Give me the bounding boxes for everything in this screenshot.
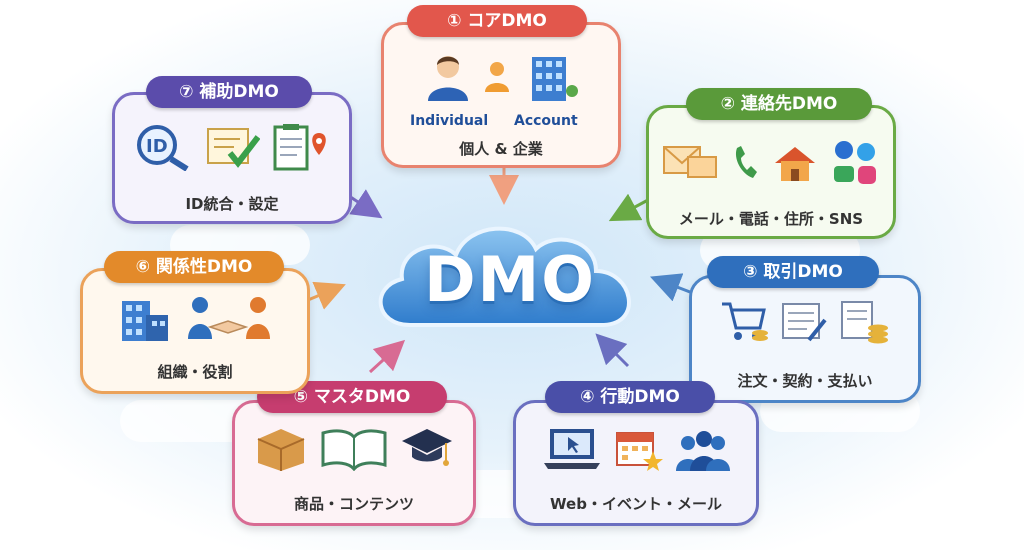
contract-icon (782, 303, 827, 342)
people-icon (676, 431, 731, 471)
building-icon (532, 57, 579, 101)
pill-behavior-dmo: ④ 行動DMO (545, 381, 715, 413)
person-icon (427, 56, 468, 101)
caption-core: 個人 & 企業 (459, 140, 543, 158)
caption-behavior: Web・イベント・メール (550, 495, 722, 513)
pill-relation-dmo: ⑥ 関係性DMO (104, 251, 284, 283)
card-relation-dmo: 組織・役割 (80, 268, 310, 394)
mail-icon (663, 146, 718, 178)
card-transaction-dmo: 注文・契約・支払い (689, 275, 921, 403)
cart-icon (721, 302, 768, 341)
label-account: Account (514, 113, 578, 129)
cloud-icon (378, 226, 631, 327)
phone-icon (736, 146, 758, 178)
pill-core-dmo: ① コアDMO (407, 5, 587, 37)
graduation-cap-icon (402, 429, 453, 466)
laptop-icon (543, 429, 600, 469)
label-individual: Individual (410, 113, 489, 129)
book-icon (321, 429, 387, 471)
building-icon (122, 301, 169, 341)
person-icon (485, 62, 509, 92)
clipboard-location-icon (273, 124, 326, 171)
package-icon (257, 429, 305, 471)
card-behavior-dmo: Web・イベント・メール (513, 400, 759, 526)
home-icon (774, 147, 815, 181)
svg-text:ID: ID (146, 136, 168, 157)
card-support-dmo: ID ID統合・設定 (112, 92, 352, 224)
calendar-icon (616, 432, 663, 471)
arrow-relation (307, 281, 346, 310)
central-dmo-label: DMO (424, 243, 596, 316)
central-dmo-cloud: DMO (360, 205, 660, 345)
sns-icons (833, 141, 876, 184)
pill-transaction-dmo: ③ 取引DMO (707, 256, 879, 288)
pill-support-dmo: ⑦ 補助DMO (146, 76, 312, 108)
caption-relation: 組織・役割 (157, 363, 233, 381)
card-master-dmo: 商品・コンテンツ (232, 400, 476, 526)
arrow-transaction (649, 273, 691, 302)
arrow-master (368, 339, 406, 374)
arrow-contact (608, 193, 649, 222)
id-search-icon: ID (136, 125, 189, 171)
card-core-dmo: Individual Account 個人 & 企業 (381, 22, 621, 168)
checklist-icon (207, 128, 260, 168)
pill-contact-dmo: ② 連絡先DMO (686, 88, 872, 120)
caption-transaction: 注文・契約・支払い (737, 372, 873, 390)
caption-contact: メール・電話・住所・SNS (678, 210, 864, 228)
arrow-behavior (595, 333, 630, 368)
invoice-icon (841, 301, 889, 344)
handshake-people-icon (187, 297, 270, 339)
caption-master: 商品・コンテンツ (293, 495, 414, 513)
caption-support: ID統合・設定 (185, 195, 279, 213)
card-contact-dmo: メール・電話・住所・SNS (646, 105, 896, 239)
